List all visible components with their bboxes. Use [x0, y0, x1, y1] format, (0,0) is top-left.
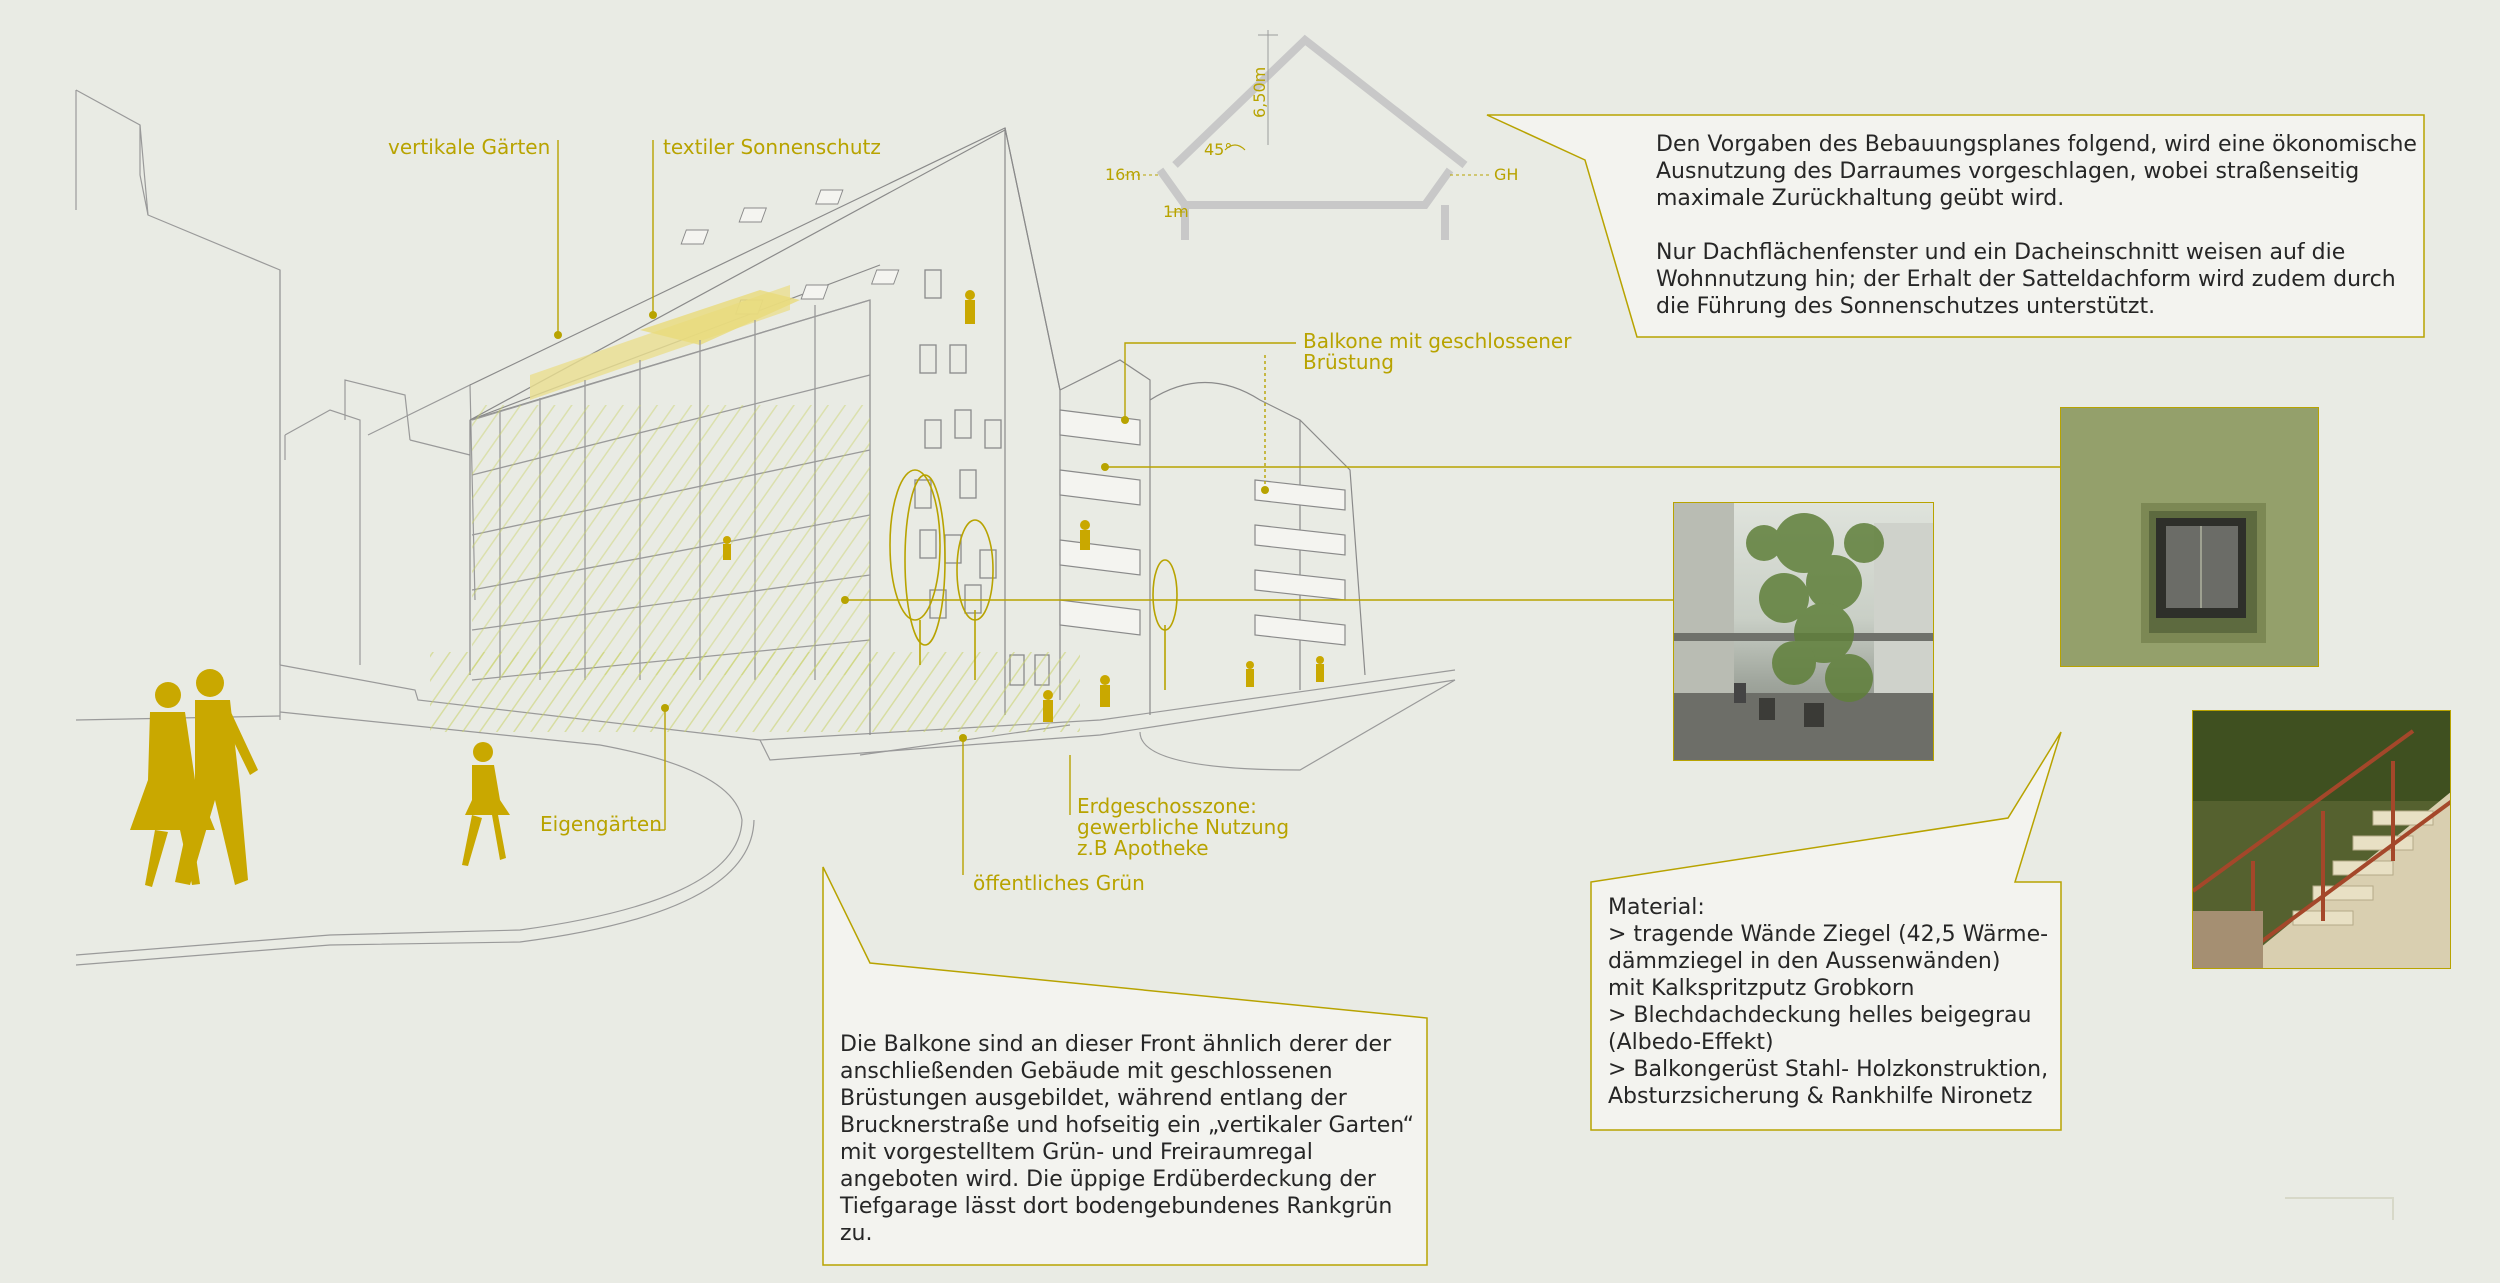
text-line: > tragende Wände Ziegel (42,5 Wärme- — [1608, 922, 2049, 947]
text-line: die Führung des Sonnenschutzes unterstüt… — [1656, 294, 2156, 319]
material-text: Material: > tragende Wände Ziegel (42,5 … — [1608, 894, 2048, 1110]
section-height-label: 6,50m — [1250, 66, 1269, 118]
text-line: Absturzsicherung & Rankhilfe Nironetz — [1608, 1084, 2033, 1109]
photo-plaster-window — [2060, 407, 2319, 667]
label-balconies: Balkone mit geschlossener Brüstung — [1303, 331, 1571, 373]
photo-balcony-garden-art — [1674, 503, 1933, 760]
text-line: Den Vorgaben des Bebauungsplanes folgend… — [1656, 132, 2417, 157]
section-right-level-label: GH — [1494, 165, 1519, 184]
text-line: Material: — [1608, 895, 1705, 920]
label-public-green: öffentliches Grün — [973, 871, 1145, 895]
facade-greenery — [472, 405, 870, 675]
text-line: angeboten wird. Die üppige Erdüberdeckun… — [840, 1167, 1376, 1192]
label-balconies-line2: Brüstung — [1303, 350, 1394, 374]
photo-balcony-garden — [1673, 502, 1934, 761]
people-silhouettes — [130, 669, 510, 887]
text-line: zu. — [840, 1221, 873, 1246]
leader-lines — [557, 140, 2060, 875]
label-own-gardens: Eigengärten — [540, 812, 662, 836]
balcony-text: Die Balkone sind an dieser Front ähnlich… — [840, 1031, 1414, 1247]
neighbour-buildings — [75, 89, 476, 720]
callout-top — [1486, 114, 2425, 338]
callout-material — [1590, 731, 2062, 1131]
section-left-level-label: 16m — [1105, 165, 1141, 184]
callout-balcony — [822, 866, 1428, 1266]
text-line: > Balkongerüst Stahl- Holzkonstruktion, — [1608, 1057, 2049, 1082]
description-top: Den Vorgaben des Bebauungsplanes folgend… — [1656, 131, 2417, 347]
label-textile-sunshade: textiler Sonnenschutz — [663, 135, 881, 159]
text-line: Ausnutzung des Darraumes vorgeschlagen, … — [1656, 159, 2360, 184]
text-line: Nur Dachflächenfenster und ein Dacheinsc… — [1656, 240, 2346, 265]
hedge — [430, 652, 1080, 732]
small-figures — [723, 290, 1324, 722]
description-top-p2: Nur Dachflächenfenster und ein Dacheinsc… — [1656, 239, 2417, 320]
photo-steel-stair — [2192, 710, 2451, 969]
leader-dots — [554, 311, 1269, 742]
label-ground-floor-line1: Erdgeschosszone: — [1077, 794, 1257, 818]
photo-steel-stair-art — [2193, 711, 2450, 968]
text-line: Die Balkone sind an dieser Front ähnlich… — [840, 1032, 1392, 1057]
section-offset-label: 1m — [1163, 202, 1189, 221]
text-line: maximale Zurückhaltung geübt wird. — [1656, 186, 2065, 211]
label-ground-floor-line3: z.B Apotheke — [1077, 836, 1209, 860]
side-windows — [914, 269, 1050, 686]
trees — [889, 469, 1178, 690]
text-line: Tiefgarage lässt dort bodengebundenes Ra… — [840, 1194, 1393, 1219]
label-balconies-line1: Balkone mit geschlossener — [1303, 329, 1572, 353]
text-line: mit vorgestelltem Grün- und Freiraumrega… — [840, 1140, 1313, 1165]
text-line: Wohnnutzung hin; der Erhalt der Sattelda… — [1656, 267, 2396, 292]
label-ground-floor-line2: gewerbliche Nutzung — [1077, 815, 1290, 839]
text-line: anschließenden Gebäude mit geschlossenen — [840, 1059, 1333, 1084]
text-line: dämmziegel in den Aussenwänden) — [1608, 949, 2001, 974]
balconies — [1059, 409, 1346, 646]
text-line: Brüstungen ausgebildet, während entlang … — [840, 1086, 1347, 1111]
section-drawing — [1125, 30, 1490, 240]
label-vertical-gardens: vertikale Gärten — [388, 135, 551, 159]
description-top-p1: Den Vorgaben des Bebauungsplanes folgend… — [1656, 131, 2417, 212]
section-angle-label: 45° — [1204, 140, 1233, 159]
label-ground-floor: Erdgeschosszone: gewerbliche Nutzung z.B… — [1077, 796, 1289, 859]
text-line: mit Kalkspritzputz Grobkorn — [1608, 976, 1915, 1001]
text-line: (Albedo-Effekt) — [1608, 1030, 1774, 1055]
text-line: > Blechdachdeckung helles beigegrau — [1608, 1003, 2032, 1028]
text-line: Brucknerstraße und hofseitig ein „vertik… — [840, 1113, 1415, 1138]
photo-plaster-window-art — [2061, 408, 2318, 666]
